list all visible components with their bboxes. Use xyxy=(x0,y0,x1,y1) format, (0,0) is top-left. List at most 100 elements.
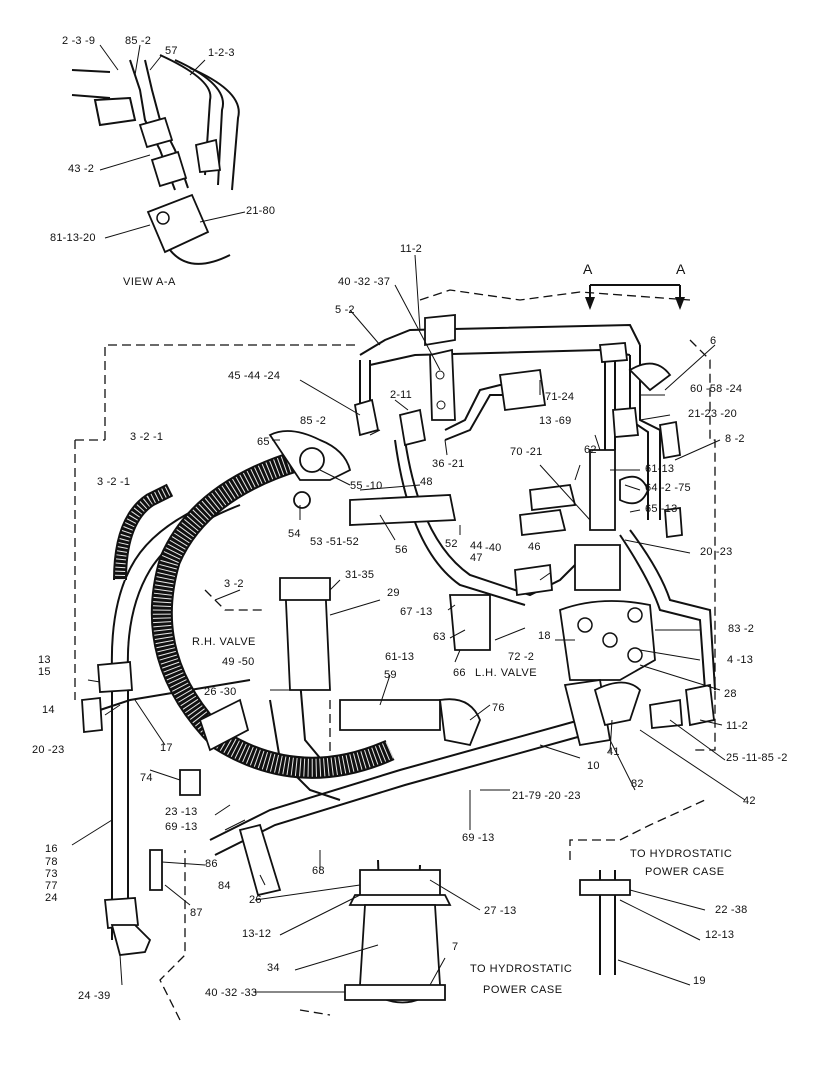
callout: 53 -51-52 xyxy=(310,536,359,548)
callout: 7 xyxy=(452,941,459,953)
callout: 61-13 xyxy=(385,651,415,663)
callout: 44 xyxy=(470,540,483,552)
callout: 20 -23 xyxy=(700,546,733,558)
callout: 68 xyxy=(312,865,325,877)
callout: 27 -13 xyxy=(484,905,517,917)
callout: 21-80 xyxy=(246,205,276,217)
hydrostatic-caption-2b: POWER CASE xyxy=(483,984,563,996)
callout: 69 -13 xyxy=(462,832,495,844)
section-letter-right: A xyxy=(676,261,686,277)
callout: 62 xyxy=(584,444,597,456)
callout: 20 -23 xyxy=(32,744,65,756)
hydrostatic-caption-1b: POWER CASE xyxy=(645,866,725,878)
callout: -40 xyxy=(485,542,502,554)
callout: 72 -2 xyxy=(508,651,535,663)
callout: 4 -13 xyxy=(727,654,754,666)
callout: 24 -39 xyxy=(78,990,111,1002)
callout: 40 -32 -37 xyxy=(338,276,391,288)
callout: 52 xyxy=(445,538,458,550)
callout: 43 -2 xyxy=(68,163,95,175)
callout: 71-24 xyxy=(545,391,575,403)
callout: 87 xyxy=(190,907,203,919)
callout: 3 -2 -1 xyxy=(130,431,164,443)
callout: 36 -21 xyxy=(432,458,465,470)
callout: 49 -50 xyxy=(222,656,255,668)
callout: 14 xyxy=(42,704,55,716)
callout: 45 -44 -24 xyxy=(228,370,281,382)
callout: 77 xyxy=(45,880,58,892)
callout: 54 xyxy=(288,528,301,540)
callout: 85 -2 xyxy=(300,415,327,427)
callout: 24 xyxy=(45,892,58,904)
hydrostatic-caption-1: TO HYDROSTATIC xyxy=(630,848,733,860)
callout: 46 xyxy=(528,541,541,553)
callout: 70 -21 xyxy=(510,446,543,458)
callout: 17 xyxy=(160,742,173,754)
rh-valve-caption: R.H. VALVE xyxy=(192,636,256,648)
callout: 5 -2 xyxy=(335,304,355,316)
view-aa-caption: VIEW A-A xyxy=(123,276,176,288)
hydrostatic-caption-2: TO HYDROSTATIC xyxy=(470,963,573,975)
section-letter-left: A xyxy=(583,261,593,277)
callout: 40 -32 -33 xyxy=(205,987,258,999)
callout: 26 -30 xyxy=(204,686,237,698)
corrugated-hose xyxy=(113,449,395,779)
callout: 29 xyxy=(387,587,400,599)
callout: 21-23 -20 xyxy=(688,408,737,420)
callout: 65 -13 xyxy=(645,503,678,515)
lh-valve-caption: L.H. VALVE xyxy=(475,667,538,679)
callout: 11-2 xyxy=(726,720,748,732)
callout: 74 xyxy=(140,772,153,784)
callout: 16 xyxy=(45,843,58,855)
callout: 55 -10 xyxy=(350,480,383,492)
callout: 47 xyxy=(470,552,483,564)
callout: 28 xyxy=(724,688,737,700)
callout: 13 xyxy=(38,654,51,666)
callout: 6 xyxy=(710,335,717,347)
callout: 66 xyxy=(453,667,466,679)
callout: 31-35 xyxy=(345,569,375,581)
callout: 8 -2 xyxy=(725,433,745,445)
callout: 85 -2 xyxy=(125,35,152,47)
callout: 60 -58 -24 xyxy=(690,383,743,395)
callout: 25 -11-85 -2 xyxy=(726,752,788,764)
callout: 3 -2 xyxy=(224,578,244,590)
callout: 10 xyxy=(587,760,600,772)
callout: 23 -13 xyxy=(165,806,198,818)
callout: 78 xyxy=(45,856,58,868)
callout: 82 xyxy=(631,778,644,790)
callout: 34 xyxy=(267,962,280,974)
callout: 2 -3 -9 xyxy=(62,35,96,47)
callout: 83 -2 xyxy=(728,623,755,635)
leader-lines xyxy=(71,44,746,993)
callout: 26 xyxy=(249,894,262,906)
callout: 13 -69 xyxy=(539,415,572,427)
callout: 73 xyxy=(45,868,58,880)
callout: 84 xyxy=(218,880,231,892)
callout: 2-11 xyxy=(390,389,412,401)
section-arrows xyxy=(585,284,685,310)
callout: 3 -2 -1 xyxy=(97,476,131,488)
callout: 41 xyxy=(607,746,620,758)
callout: 64 -2 -75 xyxy=(645,482,691,494)
callout: 67 -13 xyxy=(400,606,433,618)
callout: 42 xyxy=(743,795,756,807)
callout: 63 xyxy=(433,631,446,643)
callout: 65 xyxy=(257,436,270,448)
callout: 15 xyxy=(38,666,51,678)
callout: 18 xyxy=(538,630,551,642)
view-aa-inset xyxy=(71,54,240,265)
callout: 59 xyxy=(384,669,397,681)
callout: 76 xyxy=(492,702,505,714)
components xyxy=(81,314,715,1004)
callout: 11-2 xyxy=(400,243,422,255)
callout: 12-13 xyxy=(705,929,735,941)
callout: 57 xyxy=(165,45,178,57)
pipe-network xyxy=(99,323,716,975)
callout: 21-79 -20 -23 xyxy=(512,790,581,802)
callout: 19 xyxy=(693,975,706,987)
callout: 13-12 xyxy=(242,928,272,940)
callout: 86 xyxy=(205,858,218,870)
callout: 48 xyxy=(420,476,433,488)
